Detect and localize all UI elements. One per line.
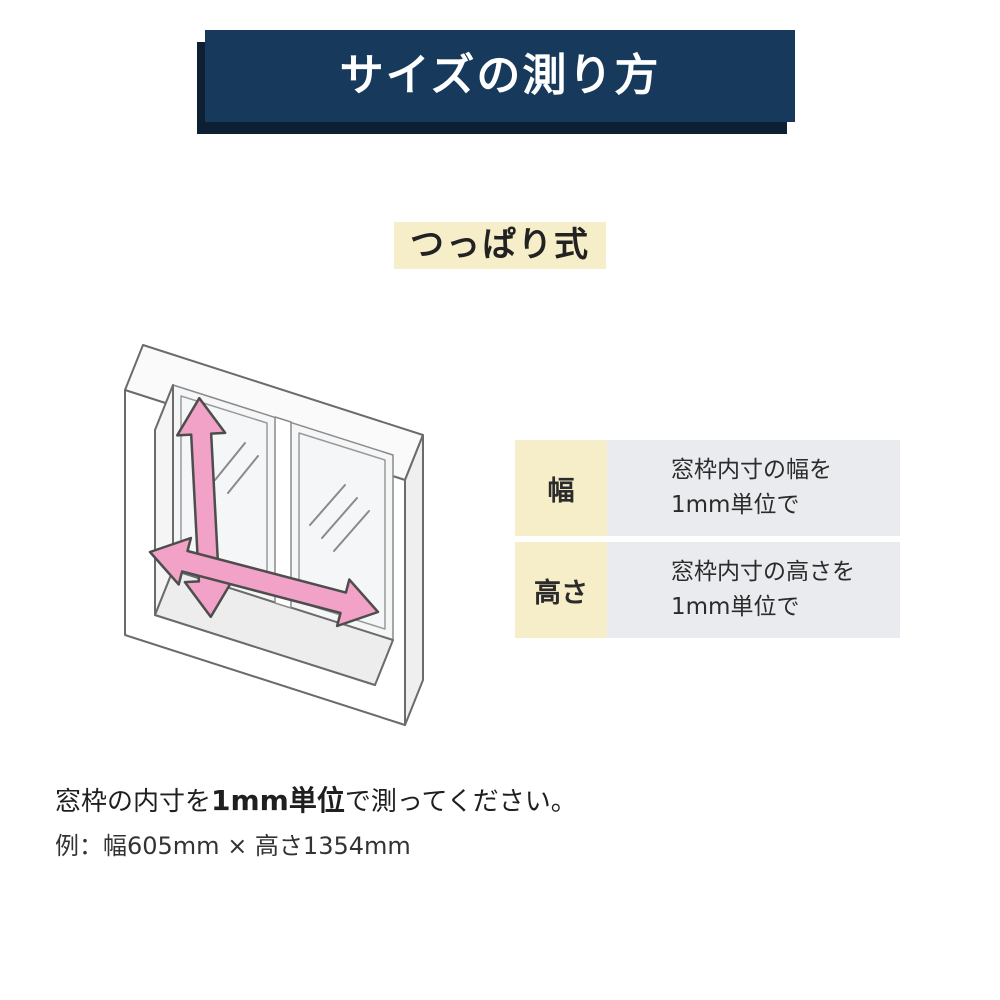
title-banner: サイズの測り方 [205,30,795,122]
table-desc-height: 窓枠内寸の高さを 1mm単位で [607,542,900,638]
table-label-width: 幅 [515,440,607,536]
page-title: サイズの測り方 [339,50,661,101]
subtitle-highlight: つっぱり式 [394,222,606,270]
table-row-width: 幅 窓枠内寸の幅を 1mm単位で [515,440,900,536]
table-desc-height-line2: 1mm単位で [671,594,800,620]
window-center-mullion [274,416,292,609]
table-desc-width-line1: 窓枠内寸の幅を [671,457,832,483]
table-desc-width: 窓枠内寸の幅を 1mm単位で [607,440,900,536]
table-row-height: 高さ 窓枠内寸の高さを 1mm単位で [515,542,900,638]
width-measure-arrow [148,536,380,628]
table-desc-width-line2: 1mm単位で [671,492,800,518]
window-illustration [124,344,424,726]
table-desc-height-line1: 窓枠内寸の高さを [671,559,855,585]
instruction-text: 窓枠の内寸を1mm単位で測ってください。 [55,783,577,820]
instruction-prefix: 窓枠の内寸を [55,787,212,817]
window-right-sash [298,432,386,630]
height-measure-arrow [175,396,235,619]
example-text: 例：幅605mm × 高さ1354mm [55,832,411,860]
window-frame-right-face [404,434,424,726]
glass-reflection-lines-left [214,442,259,494]
glass-reflection-lines-right [309,484,370,552]
instruction-bold: 1mm単位 [211,784,345,817]
table-label-height: 高さ [515,542,607,638]
subtitle-label: つっぱり式 [410,225,590,265]
instruction-suffix: で測ってください。 [344,787,577,817]
measurement-table: 幅 窓枠内寸の幅を 1mm単位で 高さ 窓枠内寸の高さを 1mm単位で [515,440,900,638]
